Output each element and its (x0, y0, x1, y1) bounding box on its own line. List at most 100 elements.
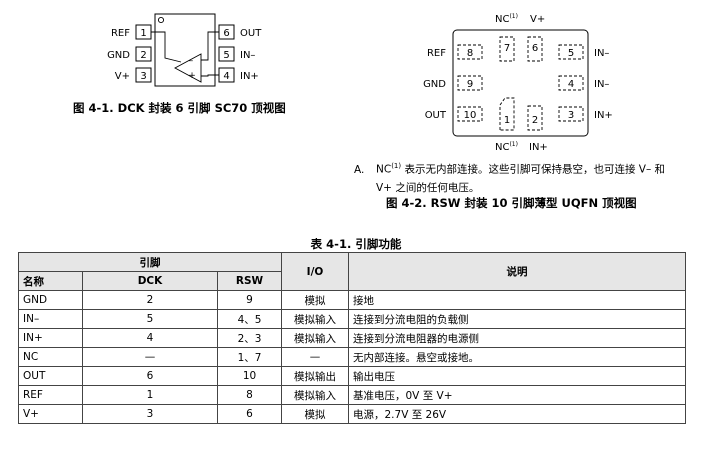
rsw-package-body (452, 29, 589, 137)
rsw-left-label: GND (423, 79, 446, 90)
dck-pin-number: 6 (223, 28, 229, 39)
cell-dck: 6 (82, 366, 218, 386)
cell-dck: 3 (82, 404, 218, 424)
cell-name: OUT (18, 366, 83, 386)
header-description: 说明 (348, 252, 686, 291)
table-row: NC — 1、7 — 无内部连接。悬空或接地。 (18, 347, 686, 367)
cell-desc: 电源，2.7V 至 26V (348, 404, 686, 424)
table-row: IN+ 4 2、3 模拟输入 连接到分流电阻器的电源侧 (18, 328, 686, 348)
rsw-pad-7 (499, 36, 515, 62)
cell-io: 模拟 (281, 404, 349, 424)
rsw-package-diagram: NC(1) V+ 7 6 8 9 10 5 4 3 1 2 REF GND OU… (423, 13, 613, 153)
dck-package-diagram: 1 2 3 6 5 4 REF GND V+ OUT IN– IN+ – + (107, 13, 262, 87)
table-row: REF 1 8 模拟输入 基准电压，0V 至 V+ (18, 385, 686, 405)
cell-rsw: 8 (217, 385, 282, 405)
rsw-left-label: REF (427, 48, 446, 59)
cell-desc: 接地 (348, 290, 686, 310)
rsw-pad-3 (558, 106, 584, 122)
dck-figure-caption: 图 4-1. DCK 封装 6 引脚 SC70 顶视图 (73, 101, 286, 115)
cell-io: 模拟输出 (281, 366, 349, 386)
cell-dck: — (82, 347, 218, 367)
cell-io: 模拟 (281, 290, 349, 310)
cell-name: GND (18, 290, 83, 310)
cell-desc: 无内部连接。悬空或接地。 (348, 347, 686, 367)
cell-io: 模拟输入 (281, 309, 349, 329)
dck-pin-name: IN– (240, 50, 255, 61)
dck-pin-name: OUT (240, 28, 262, 39)
header-name: 名称 (18, 271, 83, 291)
dck-pin-name: REF (111, 28, 130, 39)
rsw-figure-caption: 图 4-2. RSW 封装 10 引脚薄型 UQFN 顶视图 (386, 196, 637, 210)
dck-pin-name: GND (107, 50, 130, 61)
pin1-indicator (157, 16, 165, 24)
cell-name: IN+ (18, 328, 83, 348)
cell-rsw: 1、7 (217, 347, 282, 367)
rsw-bottom-nc-label: NC(1) (495, 141, 518, 153)
footnote-sup: (1) (391, 162, 402, 170)
cell-dck: 4 (82, 328, 218, 348)
cell-rsw: 9 (217, 290, 282, 310)
rsw-pad-number: 10 (464, 110, 477, 121)
dck-pin-box-2 (135, 46, 152, 62)
rsw-pad-number: 9 (467, 79, 473, 90)
footnote-line1: 表示无内部连接。这些引脚可保持悬空，也可连接 V– 和 (401, 163, 666, 176)
cell-name: V+ (18, 404, 83, 424)
table-title: 表 4-1. 引脚功能 (310, 237, 402, 251)
pin-function-table: 引脚 I/O 说明 名称 DCK RSW GND 2 9 模拟 接地 IN– 5… (18, 252, 686, 424)
rsw-bottom-inplus-label: IN+ (529, 142, 548, 153)
cell-io: — (281, 347, 349, 367)
table-row: OUT 6 10 模拟输出 输出电压 (18, 366, 686, 386)
dck-pin-number: 2 (140, 50, 146, 61)
rsw-top-nc-label: NC(1) (495, 13, 518, 25)
op-amp-symbol (151, 31, 219, 83)
cell-rsw: 10 (217, 366, 282, 386)
rsw-pad-4 (558, 75, 584, 91)
cell-desc: 连接到分流电阻的负载侧 (348, 309, 686, 329)
rsw-footnote: A.NC(1) 表示无内部连接。这些引脚可保持悬空，也可连接 V– 和 V+ 之… (354, 157, 694, 197)
rsw-pad-8 (457, 44, 483, 60)
rsw-pad-2 (527, 105, 543, 131)
dck-pin-box-5 (218, 46, 235, 62)
rsw-pad-number: 8 (467, 48, 473, 59)
rsw-top-vplus-label: V+ (530, 14, 545, 25)
footnote-letter: A. (354, 163, 365, 176)
cell-io: 模拟输入 (281, 328, 349, 348)
op-amp-plus-sign: + (188, 71, 196, 81)
cell-desc: 连接到分流电阻器的电源侧 (348, 328, 686, 348)
table-row: V+ 3 6 模拟 电源，2.7V 至 26V (18, 404, 686, 424)
dck-pin-number: 3 (140, 71, 146, 82)
header-io: I/O (281, 252, 349, 291)
header-pin-group: 引脚 (18, 252, 282, 272)
cell-io: 模拟输入 (281, 385, 349, 405)
footnote-nc: NC (376, 163, 392, 176)
dck-pin-number: 4 (223, 71, 229, 82)
dck-pin-number: 1 (140, 28, 146, 39)
header-rsw: RSW (217, 271, 282, 291)
dck-pin-name: V+ (115, 71, 130, 82)
rsw-pad-9 (457, 75, 483, 91)
cell-name: IN– (18, 309, 83, 329)
cell-rsw: 6 (217, 404, 282, 424)
rsw-right-label: IN– (594, 79, 609, 90)
rsw-pad-number: 3 (568, 110, 574, 121)
cell-dck: 5 (82, 309, 218, 329)
cell-dck: 1 (82, 385, 218, 405)
rsw-pad-1 (499, 97, 515, 131)
cell-name: REF (18, 385, 83, 405)
header-dck: DCK (82, 271, 218, 291)
rsw-pad-number: 6 (532, 43, 538, 54)
rsw-right-label: IN+ (594, 110, 613, 121)
table-row: IN– 5 4、5 模拟输入 连接到分流电阻的负载侧 (18, 309, 686, 329)
cell-desc: 基准电压，0V 至 V+ (348, 385, 686, 405)
rsw-right-label: IN– (594, 48, 609, 59)
table-row: GND 2 9 模拟 接地 (18, 290, 686, 310)
cell-name: NC (18, 347, 83, 367)
dck-pin-name: IN+ (240, 71, 259, 82)
rsw-pad-number: 5 (568, 48, 574, 59)
rsw-pad-number: 4 (568, 79, 574, 90)
dck-package-body (154, 13, 216, 87)
cell-dck: 2 (82, 290, 218, 310)
rsw-pad-10 (457, 106, 483, 122)
rsw-pad-number: 7 (504, 43, 510, 54)
rsw-pad-number: 2 (532, 115, 538, 126)
